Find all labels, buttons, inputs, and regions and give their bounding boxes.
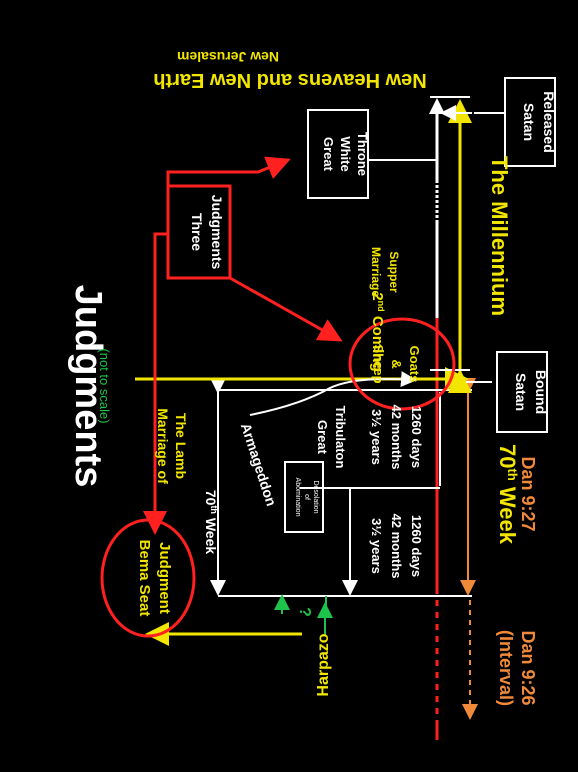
three-judgments-to-throne: [166, 156, 291, 196]
week70-top-label: 70th Week: [203, 490, 219, 555]
marriage-lamb-line1: Marriage of: [155, 408, 171, 484]
sheep-goats-line2: &: [389, 359, 404, 368]
diagram-title: Judgments: [67, 285, 109, 488]
harpazo-label: Harpazo: [315, 633, 332, 696]
bema-label-line1: Bema Seat: [136, 540, 153, 617]
marriage-supper-line2: Supper: [387, 251, 401, 293]
great-white-line1: Great: [321, 137, 336, 172]
first-half-days: 1260 days: [409, 515, 424, 577]
three-judgments-to-sheep: [229, 276, 343, 342]
bema-label-line2: Judgment: [156, 542, 173, 614]
diagram-subtitle: (not to scale): [97, 348, 112, 423]
dan927-label: Dan 9:27: [518, 456, 538, 531]
interval-label: (Interval): [496, 630, 516, 706]
abomination-line1: Abomination: [294, 478, 301, 517]
armageddon-label: Armageddon: [238, 421, 280, 508]
abomination-box: [284, 461, 324, 533]
sheep-goats-line3: Goats: [407, 346, 422, 383]
great-white-throne-box: [307, 109, 369, 199]
three-judgments-to-bema: [143, 232, 168, 535]
marriage-lamb-line2: The Lamb: [173, 413, 189, 479]
three-judgments-line1: Three: [189, 213, 205, 251]
satan-released-line1: Satan: [521, 103, 537, 141]
armageddon-curve: [249, 371, 417, 416]
satan-bound-box: [496, 351, 548, 433]
first-half-months: 42 months: [389, 513, 404, 578]
abomination-line3: Desolation: [312, 480, 319, 513]
sheep-goats-circle: [348, 317, 456, 411]
dan926-label: Dan 9:26: [518, 630, 538, 705]
great-white-line2: White: [338, 136, 353, 171]
satan-released-box: [504, 77, 556, 167]
second-coming-label: 2nd Coming: [369, 292, 386, 371]
abomination-line2: of: [303, 494, 310, 500]
satan-bound-line2: Bound: [533, 370, 549, 414]
millennium-label: The Millennium: [487, 156, 512, 316]
satan-released-line2: Released: [541, 91, 557, 152]
sheep-goats-line1: Sheep: [371, 344, 386, 383]
great-trib-line2: Tribulaton: [333, 406, 348, 469]
marriage-supper-line1: Marriage: [369, 247, 383, 297]
great-white-line3: Throne: [355, 132, 370, 176]
new-heavens-label: New Heavens and New Earth: [153, 69, 426, 91]
three-judgments-line2: Judgments: [209, 195, 225, 270]
first-half-years: 3½ years: [369, 518, 384, 574]
new-jerusalem-label: New Jerusalem: [177, 49, 279, 65]
three-judgments-box: [166, 184, 232, 280]
satan-bound-line1: Satan: [513, 373, 529, 411]
week70-bottom-label: 70th Week: [495, 444, 520, 545]
second-half-days: 1260 days: [409, 406, 424, 468]
great-trib-line1: Great: [315, 420, 330, 455]
second-half-months: 42 months: [389, 404, 404, 469]
question-mark: ?: [296, 607, 313, 617]
second-half-years: 3½ years: [369, 409, 384, 465]
